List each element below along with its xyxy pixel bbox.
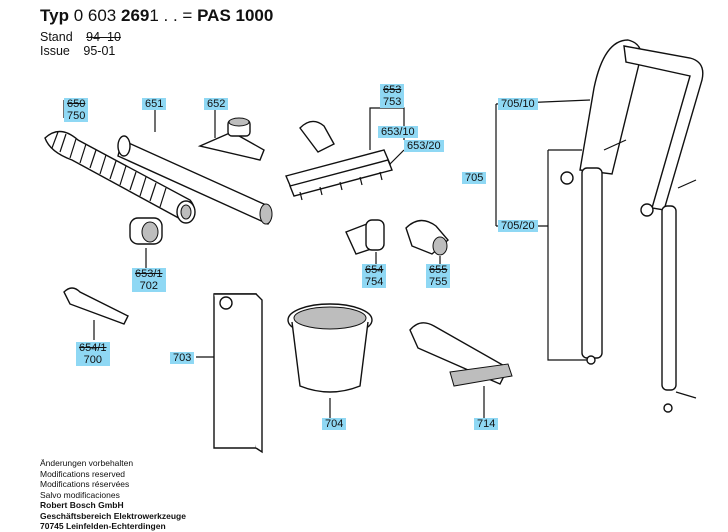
part-label-653-20: 653/20 [404, 140, 444, 152]
part-number: 705/20 [501, 220, 535, 232]
new-number: 755 [429, 276, 448, 288]
part-label-755: 655 755 [426, 264, 451, 288]
article-number-plain: 0 603 [73, 6, 117, 25]
part-label-714: 714 [474, 418, 499, 430]
filter-bag-drawing [196, 293, 263, 454]
crevice-nozzle-drawing [63, 287, 129, 340]
part-number: 714 [477, 418, 496, 430]
new-number: 750 [67, 110, 86, 122]
old-number: 653/1 [135, 268, 163, 280]
part-label-705-20: 705/20 [498, 220, 538, 232]
adapter-702-drawing [129, 217, 163, 268]
adapters-754-755-drawing [345, 219, 449, 266]
part-label-653-10: 653/10 [378, 126, 418, 138]
handle-tube-drawing [495, 39, 704, 413]
model-name: PAS 1000 [197, 6, 274, 25]
part-number: 651 [145, 98, 164, 110]
old-number: 655 [429, 264, 448, 276]
floor-brush-drawing [285, 104, 405, 201]
company-name: Robert Bosch GmbH [40, 500, 124, 510]
part-label-705-10: 705/10 [498, 98, 538, 110]
new-number: 702 [139, 280, 158, 292]
company-division: Geschäftsbereich Elektrowerkzeuge [40, 510, 186, 521]
note-french: Modifications réservées [40, 479, 130, 489]
part-number: 653/10 [381, 126, 415, 138]
old-number: 650 [67, 98, 86, 110]
floor-nozzle-small-drawing [197, 110, 265, 161]
note-english: Modifications reserved [40, 468, 126, 479]
issue-label: Issue [40, 44, 70, 58]
part-number: 703 [173, 352, 192, 364]
stand-line: Stand 94–10 [40, 30, 121, 44]
new-number: 753 [383, 96, 402, 108]
issue-line: Issue 95-01 [40, 44, 115, 58]
part-number: 653/20 [407, 140, 441, 152]
part-label-702: 653/1 702 [132, 268, 166, 292]
part-label-750: 650 750 [64, 98, 89, 122]
article-number-tail: 1 . . = [149, 6, 193, 25]
old-number: 653 [383, 84, 402, 96]
article-number-bold: 269 [120, 6, 150, 25]
stand-label: Stand [40, 30, 73, 44]
document-header: Typ 0 603 2691 . . = PAS 1000 [40, 6, 273, 26]
part-label-652: 652 [204, 98, 229, 110]
extension-tube-drawing [117, 110, 273, 225]
new-number: 754 [365, 276, 384, 288]
part-label-704: 704 [322, 418, 347, 430]
part-label-705: 705 [462, 172, 487, 184]
new-number: 700 [83, 354, 102, 366]
part-number: 705/10 [501, 98, 535, 110]
part-label-703: 703 [170, 352, 195, 364]
filter-basket-drawing [287, 303, 373, 418]
part-number: 704 [325, 418, 344, 430]
old-number: 654 [365, 264, 384, 276]
part-label-651: 651 [142, 98, 167, 110]
part-label-700: 654/1 700 [76, 342, 110, 366]
company-address: 70745 Leinfelden-Echterdingen [40, 521, 166, 531]
footer-notes: Änderungen vorbehalten Modifications res… [40, 458, 186, 532]
note-spanish: Salvo modificaciones [40, 489, 120, 500]
hose-drawing [44, 100, 196, 224]
stand-value: 94–10 [86, 30, 121, 44]
old-number: 654/1 [79, 342, 107, 354]
part-number: 705 [465, 172, 484, 184]
part-label-753: 653 753 [380, 84, 405, 108]
type-prefix: Typ [40, 6, 69, 25]
part-label-754: 654 754 [362, 264, 387, 288]
wide-nozzle-drawing [409, 322, 513, 418]
part-number: 652 [207, 98, 226, 110]
note-german: Änderungen vorbehalten [40, 458, 134, 468]
issue-value: 95-01 [83, 44, 116, 58]
